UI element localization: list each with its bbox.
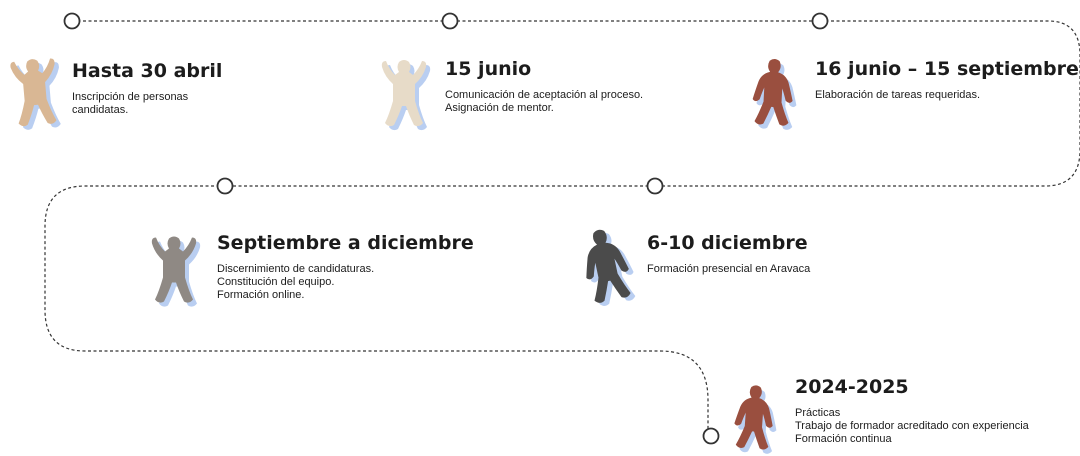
step-description: Discernimiento de candidaturas. Constitu…	[217, 263, 474, 302]
step-description: Comunicación de aceptación al proceso. A…	[445, 89, 643, 115]
timeline-step-2: 15 junio Comunicación de aceptación al p…	[445, 58, 643, 115]
timeline-step-5: 6-10 diciembre Formación presencial en A…	[647, 232, 810, 276]
timeline-step-6: 2024-2025 Prácticas Trabajo de formador …	[795, 376, 1029, 446]
timeline-node-circle	[441, 12, 459, 30]
step-date: Septiembre a diciembre	[217, 232, 474, 254]
step-description-line: Formación continua	[795, 433, 892, 445]
step-description-line: Formación presencial en Aravaca	[647, 263, 811, 275]
step-description: Elaboración de tareas requeridas.	[815, 89, 1079, 102]
step-description: Prácticas Trabajo de formador acreditado…	[795, 407, 1029, 446]
step-date: 15 junio	[445, 58, 532, 80]
timeline-step-3: 16 junio – 15 septiembre Elaboración de …	[815, 58, 1079, 102]
figure-icon	[577, 225, 640, 308]
figure-icon	[751, 57, 799, 131]
step-description-line: Discernimiento de candidaturas.	[217, 263, 375, 275]
timeline-node-circle	[811, 12, 829, 30]
timeline-node-circle	[63, 12, 81, 30]
figure-icon	[9, 57, 65, 131]
figure-icon	[151, 236, 201, 307]
step-description-line: Prácticas	[795, 407, 841, 419]
step-date: 2024-2025	[795, 376, 909, 398]
timeline-node-circle	[646, 177, 664, 195]
step-date: 16 junio – 15 septiembre	[815, 58, 1079, 80]
step-description-line: Trabajo de formador acreditado con exper…	[795, 420, 1029, 432]
timeline-node-circle	[216, 177, 234, 195]
timeline-node-circle	[702, 427, 720, 445]
step-description-line: Elaboración de tareas requeridas.	[815, 89, 981, 101]
figure-icon	[732, 384, 780, 455]
timeline-step-1: Hasta 30 abril Inscripción de personas c…	[72, 60, 222, 117]
step-date: 6-10 diciembre	[647, 232, 808, 254]
timeline-step-4: Septiembre a diciembre Discernimiento de…	[217, 232, 474, 302]
step-description-line: Inscripción de personas	[72, 91, 189, 103]
figure-icon	[381, 60, 431, 131]
step-description-line: Asignación de mentor.	[445, 102, 554, 114]
step-description: Inscripción de personas candidatas.	[72, 91, 222, 117]
step-description-line: candidatas.	[72, 104, 129, 116]
step-description-line: Comunicación de aceptación al proceso.	[445, 89, 644, 101]
step-description-line: Constitución del equipo.	[217, 276, 335, 288]
step-description: Formación presencial en Aravaca	[647, 263, 810, 276]
step-date: Hasta 30 abril	[72, 60, 223, 82]
step-description-line: Formación online.	[217, 289, 305, 301]
